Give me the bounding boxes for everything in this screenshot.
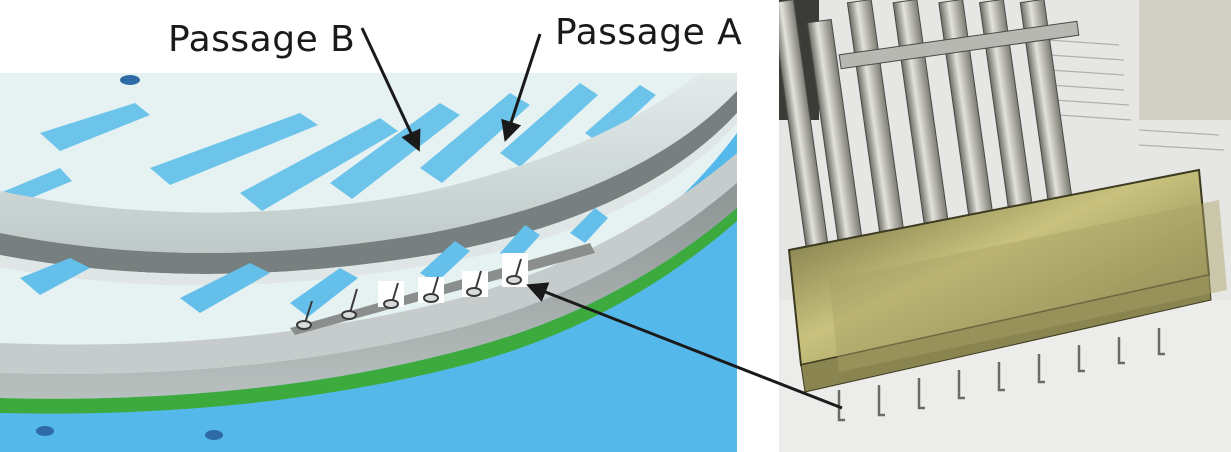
- vane-ring-rendering: [0, 73, 737, 452]
- passage-a-label: Passage A: [555, 12, 743, 53]
- clamp-bar: [838, 20, 1080, 70]
- probe-tips: [296, 253, 528, 330]
- inner-shroud-ring: [0, 153, 737, 374]
- mounting-holes: [36, 75, 223, 440]
- outer-shroud-ring: [0, 73, 737, 253]
- passage-b-label: Passage B: [168, 19, 356, 60]
- brass-block: [787, 168, 1227, 393]
- upper-vanes: [0, 83, 656, 211]
- newspaper-text: [1048, 39, 1225, 151]
- probe-pins: [837, 328, 1165, 422]
- probe-rake-photo: [779, 0, 1231, 452]
